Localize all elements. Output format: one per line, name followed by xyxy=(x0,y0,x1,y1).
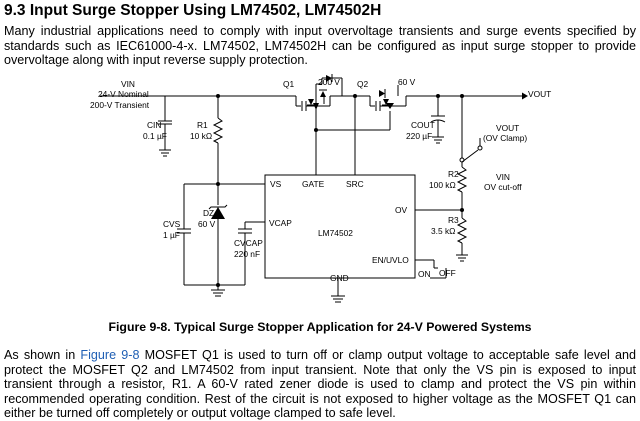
pin-gate: GATE xyxy=(302,179,325,189)
cout-label: COUT xyxy=(411,120,435,130)
cin-label: CIN xyxy=(147,120,161,130)
pin-src: SRC xyxy=(346,179,364,189)
r2-value: 100 kΩ xyxy=(429,180,456,190)
ic-name: LM74502 xyxy=(318,228,353,238)
q2-label: Q2 xyxy=(357,79,369,89)
surge-stopper-schematic: Q1 200 V Q2 60 V VIN 24-V Nominal 200-V … xyxy=(90,74,551,303)
r2-resistor xyxy=(456,162,468,210)
r3-resistor xyxy=(456,210,468,262)
r3-value: 3.5 kΩ xyxy=(431,226,455,236)
r2-label: R2 xyxy=(448,169,459,179)
ov-select-switch xyxy=(459,145,483,163)
figure-caption: Figure 9-8. Typical Surge Stopper Applic… xyxy=(108,320,532,334)
q2-mosfet xyxy=(369,85,407,130)
cvs-capacitor xyxy=(177,183,218,285)
pin-gnd: GND xyxy=(330,273,349,283)
vin-label: VIN xyxy=(121,79,135,89)
section-title: 9.3 Input Surge Stopper Using LM74502, L… xyxy=(4,2,382,19)
cout-value: 220 µF xyxy=(406,131,432,141)
cvcap-capacitor xyxy=(238,221,265,285)
figure-link[interactable]: Figure 9-8 xyxy=(80,348,140,362)
vout-clamp-note: (OV Clamp) xyxy=(483,133,527,143)
vin-note-transient: 200-V Transient xyxy=(90,100,150,110)
pin-vcap: VCAP xyxy=(269,218,292,228)
lm74502-ic xyxy=(264,174,416,279)
vout-clamp-label: VOUT xyxy=(496,123,519,133)
off-label: OFF xyxy=(439,268,456,278)
pin-vs: VS xyxy=(270,179,282,189)
cvcap-value: 220 nF xyxy=(234,249,260,259)
body-text-after-link: MOSFET Q1 is used to turn off or clamp o… xyxy=(4,348,636,421)
pin-ov: OV xyxy=(395,205,408,215)
vin-note-nominal: 24-V Nominal xyxy=(98,89,149,99)
q1-mosfet xyxy=(295,83,342,111)
r1-label: R1 xyxy=(197,120,208,130)
q1-label: Q1 xyxy=(283,79,295,89)
dz-value: 60 V xyxy=(198,219,216,229)
cout-capacitor xyxy=(430,96,446,144)
r1-value: 10 kΩ xyxy=(190,131,212,141)
cvcap-label: CVCAP xyxy=(234,238,263,248)
q2-rating: 60 V xyxy=(398,77,416,87)
cin-capacitor xyxy=(158,96,172,157)
on-label: ON xyxy=(418,269,431,279)
dz-label: DZ xyxy=(203,208,214,218)
vin-cutoff-note: OV cut-off xyxy=(484,182,522,192)
body-paragraph: As shown in Figure 9-8 MOSFET Q1 is used… xyxy=(4,348,636,421)
cvs-value: 1 µF xyxy=(163,230,180,240)
vout-label: VOUT xyxy=(528,89,551,99)
vin-cutoff-label: VIN xyxy=(496,172,510,182)
body-text-before-link: As shown in xyxy=(4,348,81,362)
r1-resistor xyxy=(212,96,265,185)
cvs-label: CVS xyxy=(163,219,181,229)
cin-value: 0.1 µF xyxy=(143,131,167,141)
dz-zener-diode xyxy=(208,184,228,285)
q1-zener xyxy=(321,74,342,84)
pin-en-uvlo: EN/UVLO xyxy=(372,255,409,265)
r3-label: R3 xyxy=(448,215,459,225)
q1-rating: 200 V xyxy=(318,77,340,87)
intro-paragraph: Many industrial applications need to com… xyxy=(4,24,636,68)
